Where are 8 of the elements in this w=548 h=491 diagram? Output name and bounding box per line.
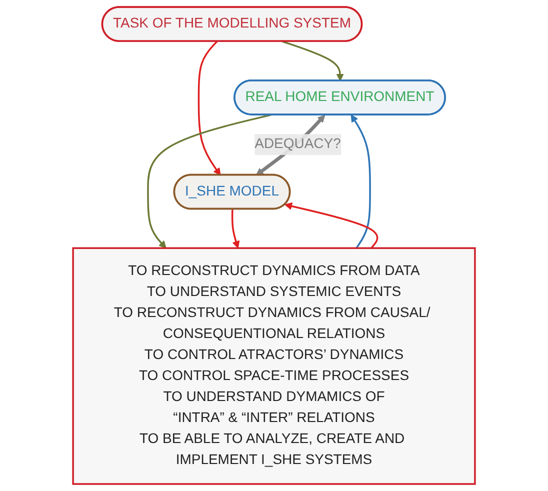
edge-label: ADEQUACY? xyxy=(254,136,341,152)
arrow xyxy=(350,114,371,249)
arrow xyxy=(147,114,272,248)
node-box: TO RECONSTRUCT DYNAMICS FROM DATA TO UNDERSTAND SYSTEMIC EVENTS TO RECONSTRUCT DYNAMICS FROM CAUSAL/ CONSEQUENTIONAL RELATIONS TO CONTROL ATRACTORS’ DYNAMICS TO CONTROL SPACE-TIME PROCESSES TO UNDERSTAND DYMAMICS OF “INTRA” & “INTER” RELATIONS TO BE ABLE TO ANALYZE, CREATE AND IMPLEMENT I_SHE SYSTEMS xyxy=(72,247,476,485)
arrow xyxy=(284,202,378,249)
arrow xyxy=(231,209,240,248)
arrow xyxy=(282,40,344,82)
arrow xyxy=(198,40,221,176)
